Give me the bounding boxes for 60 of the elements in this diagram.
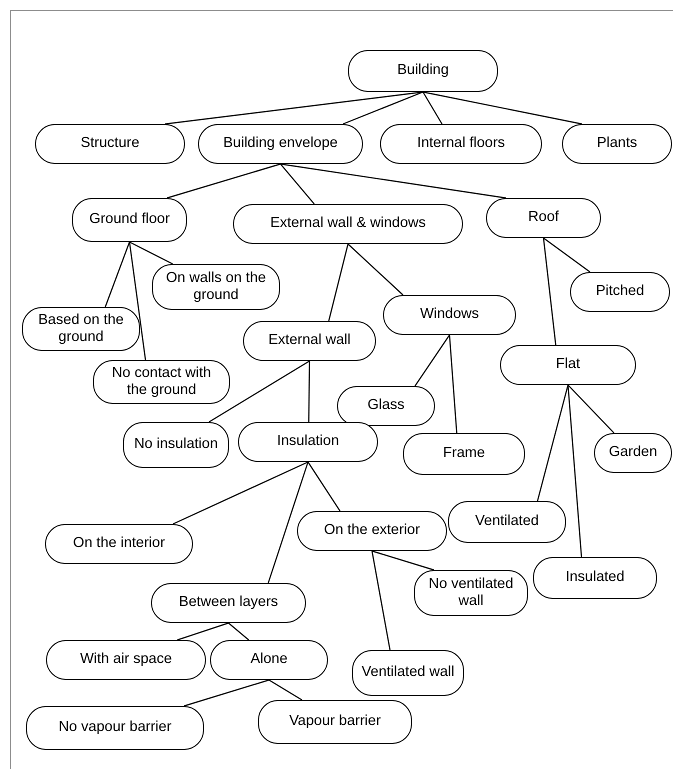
connector-line <box>342 91 424 125</box>
category-box: Building <box>348 50 498 92</box>
connector-line <box>543 238 590 272</box>
category-box: Internal floors <box>380 124 542 164</box>
connector-line <box>568 384 614 434</box>
connector-line <box>308 462 340 512</box>
category-box: External wall <box>243 321 376 361</box>
connector-line <box>308 361 310 422</box>
connector-line <box>328 244 349 322</box>
connector-line <box>128 242 146 360</box>
connector-line <box>280 164 315 204</box>
category-box: Garden <box>594 433 672 473</box>
category-box: Vapour barrier <box>258 700 412 744</box>
category-box: Frame <box>403 433 525 475</box>
category-box: With air space <box>46 640 206 680</box>
category-box: Between layers <box>151 583 306 623</box>
connector-line <box>348 244 404 296</box>
connector-line <box>268 679 302 701</box>
category-box: Insulation <box>238 422 378 462</box>
connector-line <box>104 242 130 308</box>
category-box: Ventilated wall <box>352 650 464 696</box>
connector-line <box>567 384 582 558</box>
category-box: Based on the ground <box>22 307 140 351</box>
connector-line <box>164 91 424 125</box>
connector-line <box>542 238 556 346</box>
category-box: Glass <box>337 386 435 426</box>
connector-line <box>372 550 434 571</box>
category-box: No vapour barrier <box>26 706 204 750</box>
category-box: Structure <box>35 124 185 164</box>
connector-line <box>268 462 309 584</box>
category-box: On the interior <box>45 524 193 564</box>
connector-line <box>422 91 582 125</box>
category-box: Alone <box>210 640 328 680</box>
category-box: Plants <box>562 124 672 164</box>
category-box: Flat <box>500 345 636 385</box>
category-box: On the exterior <box>297 511 447 551</box>
category-box: Pitched <box>570 272 670 312</box>
connector-line <box>448 334 458 434</box>
category-box: No ventilated wall <box>414 570 528 616</box>
category-box: No contact with the ground <box>93 360 230 404</box>
category-box: Windows <box>383 295 516 335</box>
connector-line <box>228 622 250 640</box>
connector-line <box>422 92 443 124</box>
category-box: Insulated <box>533 557 657 599</box>
category-box: No insulation <box>123 422 229 468</box>
category-box: Ventilated <box>448 501 566 543</box>
connector-line <box>172 461 308 525</box>
category-box: Building envelope <box>198 124 363 164</box>
category-box: On walls on the ground <box>152 264 280 310</box>
connector-line <box>536 384 569 502</box>
category-box: Ground floor <box>72 198 187 242</box>
connector-line <box>208 360 310 423</box>
connector-line <box>371 550 391 650</box>
connector-line <box>414 334 450 386</box>
category-box: Roof <box>486 198 601 238</box>
category-box: External wall & windows <box>233 204 463 244</box>
connector-line <box>280 163 506 199</box>
connector-line <box>184 679 270 707</box>
connector-line <box>166 163 281 199</box>
connector-line <box>129 241 174 265</box>
